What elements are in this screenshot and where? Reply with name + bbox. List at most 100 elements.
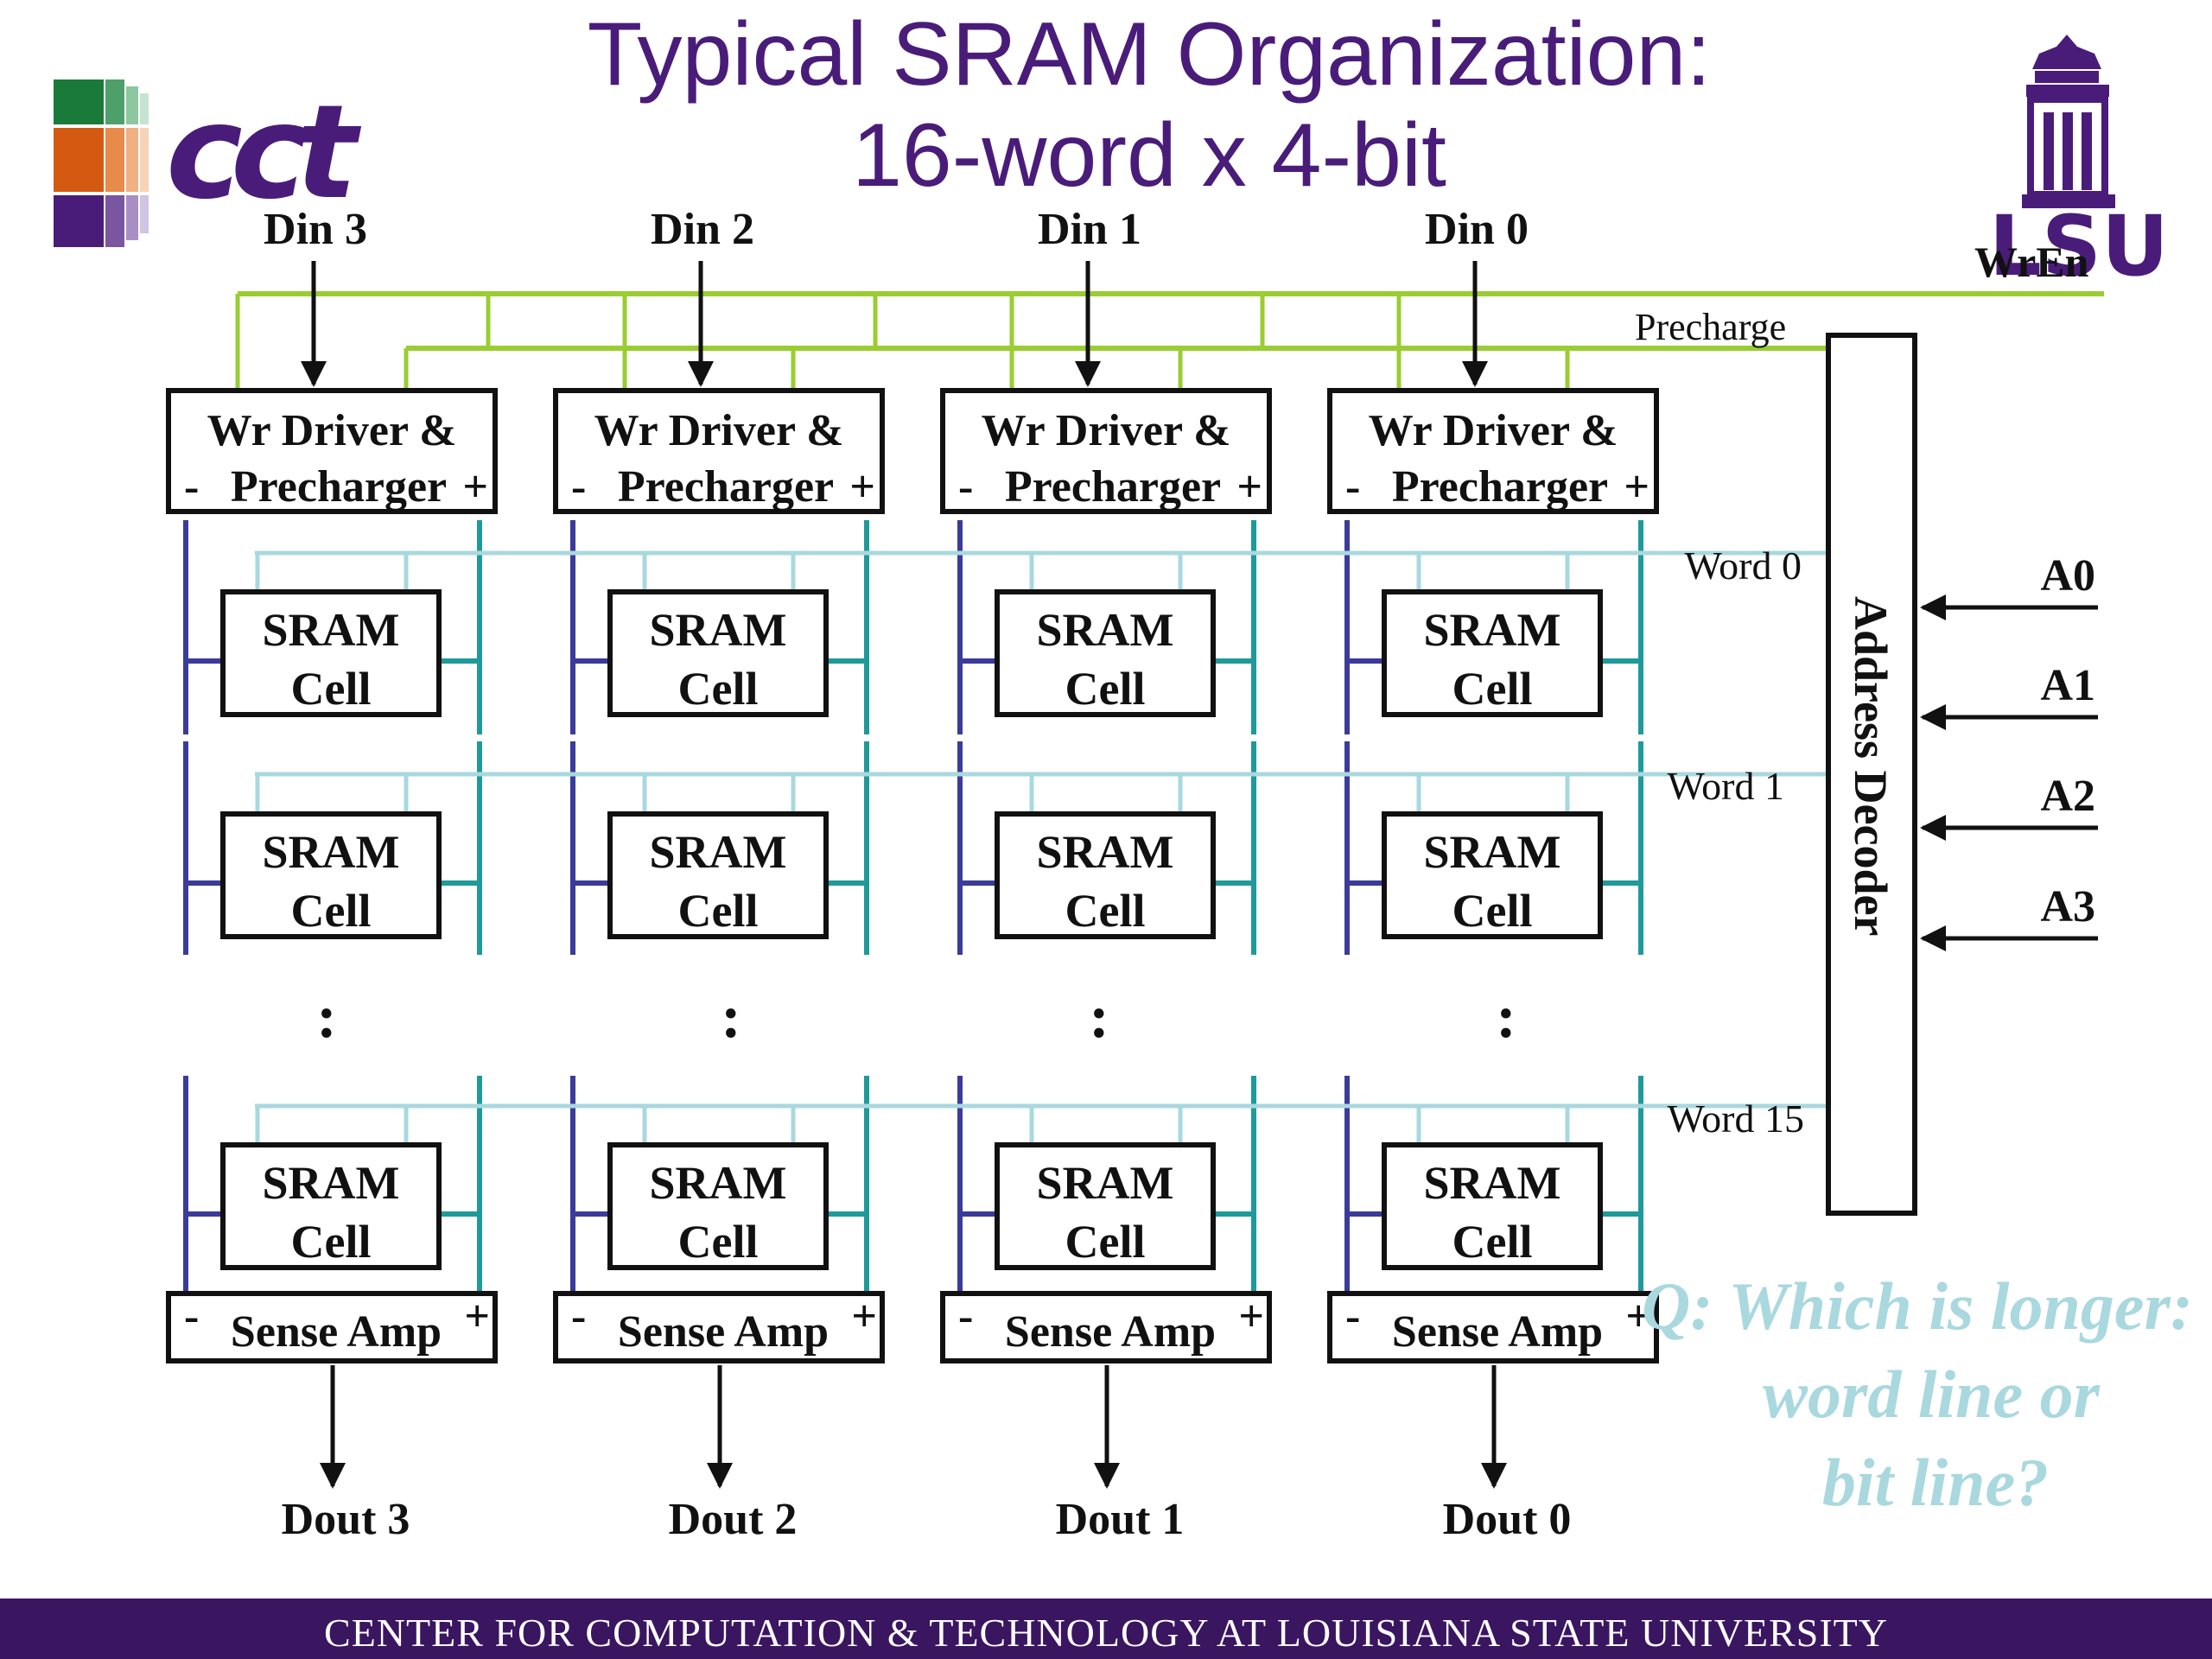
footer-bar <box>0 1599 2212 1659</box>
sense-amp-plus: + <box>1625 1292 1651 1341</box>
address-decoder-box <box>1826 333 1917 1216</box>
sense-amp-minus: - <box>1345 1292 1360 1341</box>
sram-cell-label: SRAM <box>263 826 400 878</box>
sense-amp-minus: - <box>958 1292 973 1341</box>
question-line-2: word line or <box>1763 1357 2101 1432</box>
sram-cell <box>1382 1142 1603 1270</box>
sense-amp-plus: + <box>1238 1292 1264 1341</box>
wr-driver-label-2: Precharger <box>618 462 834 512</box>
sram-cell-label-2: Cell <box>1065 885 1146 937</box>
sram-cell-label-2: Cell <box>1452 885 1533 937</box>
wr-driver-label: Wr Driver & <box>1369 406 1618 455</box>
sram-cell <box>607 589 829 717</box>
sram-cell-label-2: Cell <box>1452 663 1533 715</box>
sram-cell <box>995 589 1216 717</box>
din-label: Din 3 <box>264 205 367 254</box>
sense-amp-label: Sense Amp <box>618 1307 829 1357</box>
sram-cell <box>220 1142 442 1270</box>
wr-driver-label: Wr Driver & <box>207 406 457 455</box>
address-input-label: A0 <box>2040 551 2095 601</box>
wr-driver-minus: - <box>184 462 199 512</box>
precharge-label: Precharge <box>1635 306 1786 348</box>
sram-cell-label: SRAM <box>263 604 400 656</box>
row-ellipsis: : <box>1089 984 1109 1051</box>
sram-cell-label: SRAM <box>1424 604 1561 656</box>
sram-cell-label: SRAM <box>650 826 787 878</box>
din-label: Din 0 <box>1425 205 1529 254</box>
wr-driver-minus: - <box>958 462 973 512</box>
footer-text: CENTER FOR COMPUTATION & TECHNOLOGY AT L… <box>324 1611 1888 1655</box>
address-decoder-label: Address Decoder <box>1845 596 1897 936</box>
sense-amp-plus: + <box>464 1292 490 1341</box>
lsu-logo: LSU <box>1989 35 2169 295</box>
sram-cell-label-2: Cell <box>1452 1216 1533 1268</box>
word-line-label: Word 15 <box>1667 1096 1804 1141</box>
dout-label: Dout 0 <box>1443 1495 1572 1544</box>
sram-cell-label: SRAM <box>1037 604 1174 656</box>
sense-amp-label: Sense Amp <box>231 1307 442 1357</box>
din-label: Din 1 <box>1038 205 1141 254</box>
sram-cell-label-2: Cell <box>678 663 759 715</box>
sram-cell <box>220 589 442 717</box>
sram-cell-label: SRAM <box>650 604 787 656</box>
circuit-labels: Din 3Wr Driver &-Precharger+SRAMCellSRAM… <box>184 205 2095 1544</box>
sense-amp-label: Sense Amp <box>1005 1307 1216 1357</box>
sram-cell-label: SRAM <box>1037 1157 1174 1209</box>
lsu-logo-text: LSU <box>1989 198 2169 295</box>
word-line-label: Word 0 <box>1684 543 1802 588</box>
cct-logo-text: cct <box>166 78 362 228</box>
wr-driver-label: Wr Driver & <box>982 406 1231 455</box>
wr-driver-label: Wr Driver & <box>594 406 844 455</box>
sram-cell-label: SRAM <box>1037 826 1174 878</box>
sram-cell-label: SRAM <box>1424 826 1561 878</box>
cct-logo: cct <box>54 78 374 247</box>
sense-amp-box <box>553 1291 885 1363</box>
address-input-label: A2 <box>2040 772 2095 821</box>
wr-driver-plus: + <box>462 462 488 512</box>
sense-amp-box <box>1327 1291 1659 1363</box>
title-line-2: 16-word x 4-bit <box>852 105 1446 206</box>
sram-cell-label: SRAM <box>650 1157 787 1209</box>
address-input-label: A1 <box>2040 661 2095 710</box>
question-line-3: bit line? <box>1822 1445 2049 1520</box>
sram-cell-label: SRAM <box>263 1157 400 1209</box>
question-line-1: Q: Which is longer: <box>1642 1268 2193 1344</box>
circuit-blocks <box>166 388 1659 1363</box>
dout-label: Dout 2 <box>669 1495 798 1544</box>
wr-driver-plus: + <box>1236 462 1262 512</box>
wr-driver-box <box>553 388 885 514</box>
word-line-label: Word 1 <box>1667 764 1784 808</box>
wr-driver-label-2: Precharger <box>1005 462 1221 512</box>
title-line-1: Typical SRAM Organization: <box>588 4 1712 105</box>
sram-cell <box>995 811 1216 939</box>
wr-driver-label-2: Precharger <box>1392 462 1608 512</box>
wr-driver-box <box>166 388 498 514</box>
sram-cell-label-2: Cell <box>678 885 759 937</box>
wr-driver-minus: - <box>1345 462 1360 512</box>
sram-cell-label-2: Cell <box>291 663 372 715</box>
sense-amp-box <box>940 1291 1272 1363</box>
sense-amp-box <box>166 1291 498 1363</box>
wr-driver-plus: + <box>849 462 875 512</box>
sense-amp-minus: - <box>571 1292 586 1341</box>
wren-label: WrEn <box>1974 238 2089 286</box>
address-input-label: A3 <box>2040 882 2095 931</box>
wr-driver-minus: - <box>571 462 586 512</box>
sram-cell <box>220 811 442 939</box>
dout-label: Dout 3 <box>282 1495 410 1544</box>
sram-cell <box>995 1142 1216 1270</box>
sram-cell <box>607 1142 829 1270</box>
row-ellipsis: : <box>721 984 741 1051</box>
sram-cell <box>1382 811 1603 939</box>
sram-cell-label: SRAM <box>1424 1157 1561 1209</box>
sram-cell-label-2: Cell <box>1065 1216 1146 1268</box>
wr-driver-plus: + <box>1624 462 1649 512</box>
wr-driver-label-2: Precharger <box>231 462 447 512</box>
sram-cell <box>607 811 829 939</box>
signal-lines <box>183 261 2104 1489</box>
row-ellipsis: : <box>316 984 336 1051</box>
wr-driver-box <box>940 388 1272 514</box>
din-label: Din 2 <box>651 205 754 254</box>
sense-amp-label: Sense Amp <box>1392 1307 1603 1357</box>
